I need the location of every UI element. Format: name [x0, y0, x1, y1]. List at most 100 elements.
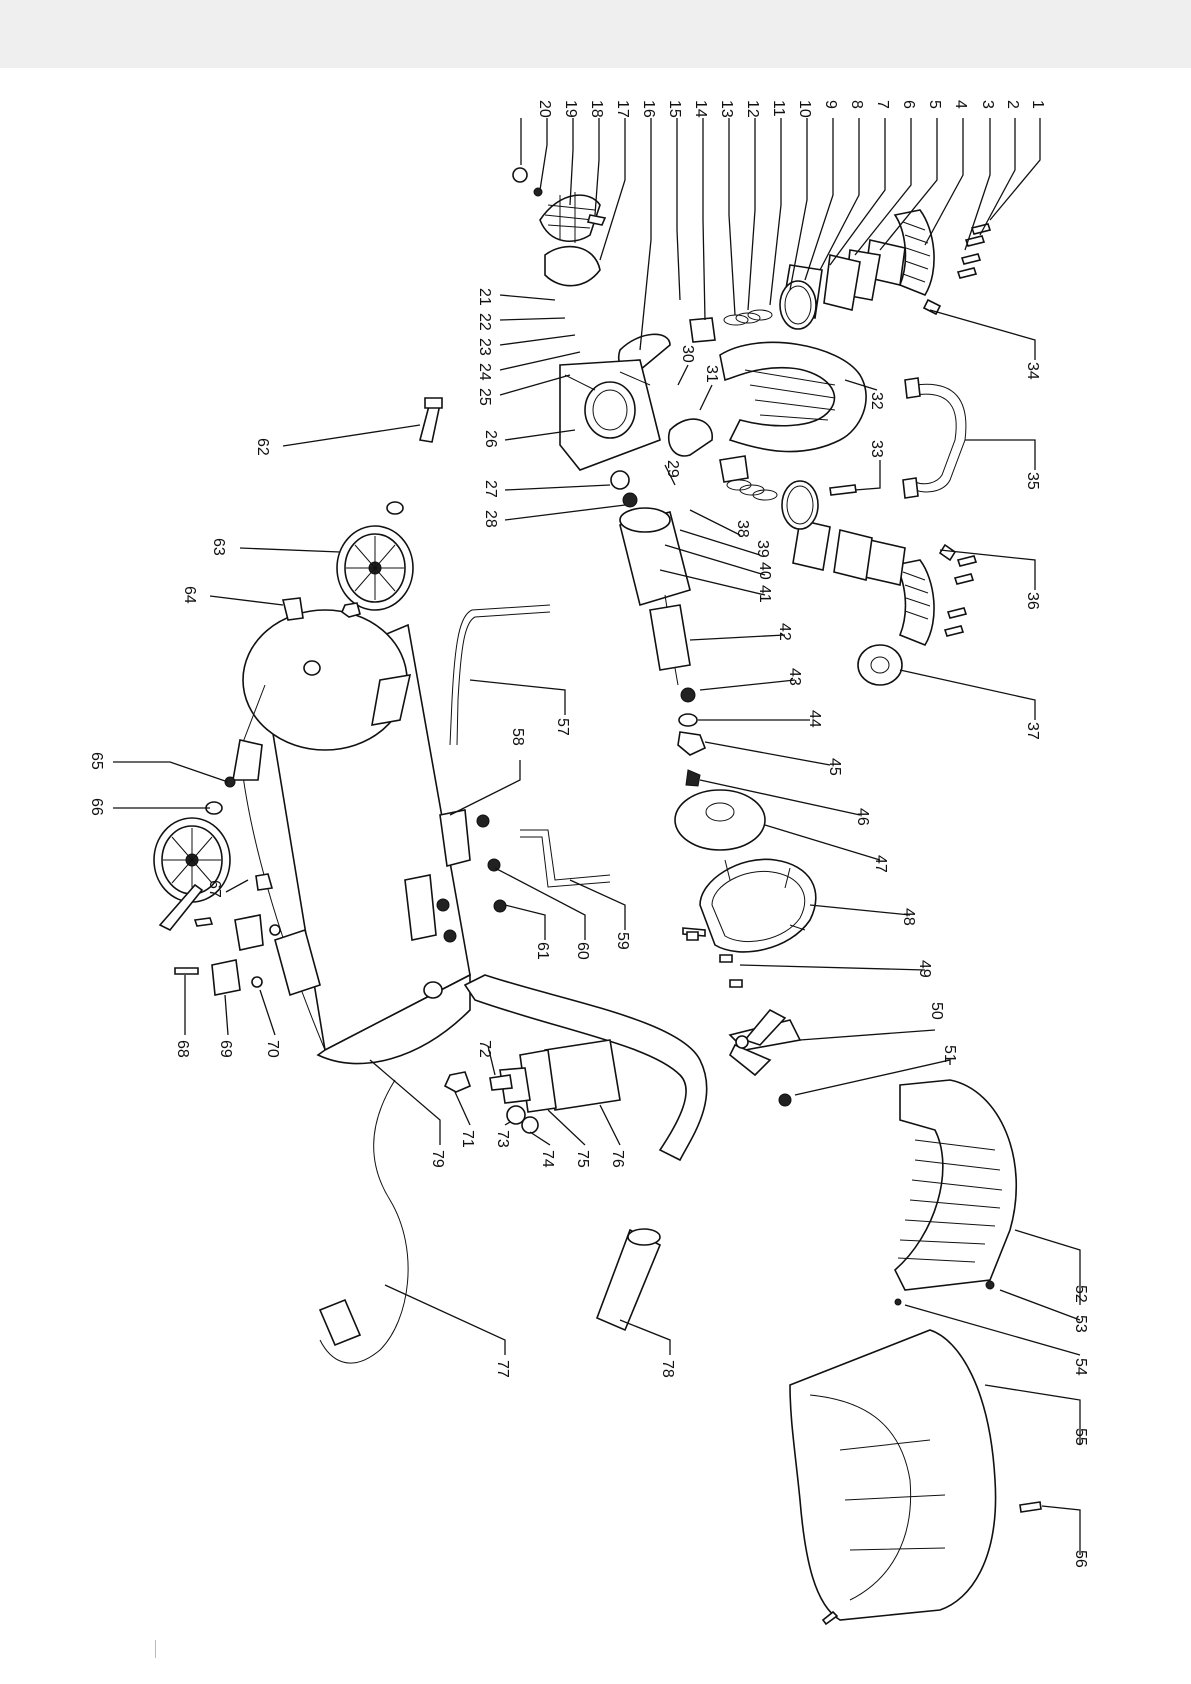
callout-49: 49: [916, 960, 933, 978]
callout-77: 77: [494, 1360, 511, 1378]
callout-18: 18: [588, 100, 605, 118]
pulley-cap: [858, 645, 902, 685]
callout-32: 32: [868, 392, 885, 410]
fan-ring: [700, 859, 816, 952]
callout-30: 30: [679, 345, 696, 363]
callout-28: 28: [482, 510, 499, 528]
callout-41: 41: [756, 585, 773, 603]
fan-hub-cover: [675, 790, 765, 850]
callout-58: 58: [509, 728, 526, 746]
callout-1: 1: [1029, 100, 1046, 109]
callout-36: 36: [1024, 592, 1041, 610]
callout-65: 65: [88, 752, 105, 770]
callout-23: 23: [476, 338, 493, 356]
page-edge-mark: [155, 1640, 156, 1658]
callout-38: 38: [734, 520, 751, 538]
callout-39: 39: [754, 540, 771, 558]
callout-74: 74: [539, 1150, 556, 1168]
air-tank: [233, 610, 470, 1064]
callout-16: 16: [640, 100, 657, 118]
callout-52: 52: [1072, 1285, 1089, 1303]
callout-42: 42: [776, 623, 793, 641]
tank-plug: [283, 598, 303, 620]
callout-53: 53: [1072, 1315, 1089, 1333]
callout-67: 67: [206, 880, 223, 898]
callout-71: 71: [459, 1130, 476, 1148]
callout-21: 21: [476, 288, 493, 306]
callout-17: 17: [614, 100, 631, 118]
nut-71: [445, 1072, 470, 1092]
callout-72: 72: [476, 1040, 493, 1058]
callout-63: 63: [210, 538, 227, 556]
pressure-switch: [490, 1040, 620, 1133]
callout-47: 47: [872, 855, 889, 873]
callout-35: 35: [1024, 472, 1041, 490]
callout-78: 78: [659, 1360, 676, 1378]
callout-10: 10: [796, 100, 813, 118]
motor: [620, 508, 690, 685]
seal-43: [681, 688, 695, 702]
pipe-57: [450, 605, 550, 745]
callout-5: 5: [926, 100, 943, 109]
callout-7: 7: [874, 100, 891, 109]
callout-69: 69: [217, 1040, 234, 1058]
callout-59: 59: [614, 932, 631, 950]
callout-12: 12: [744, 100, 761, 118]
handle-bar: [915, 384, 966, 492]
cooling-fan: [730, 1010, 800, 1075]
callout-43: 43: [786, 668, 803, 686]
callout-22: 22: [476, 313, 493, 331]
cylinder-block: [560, 360, 660, 507]
power-plug: [320, 1300, 360, 1345]
callout-15: 15: [666, 100, 683, 118]
callout-34: 34: [1024, 362, 1041, 380]
callout-76: 76: [609, 1150, 626, 1168]
callout-13: 13: [718, 100, 735, 118]
callout-79: 79: [429, 1150, 446, 1168]
callout-26: 26: [482, 430, 499, 448]
air-filter: [513, 168, 605, 286]
callout-11: 11: [770, 100, 787, 117]
callout-29: 29: [664, 460, 681, 478]
callout-61: 61: [534, 942, 551, 960]
head-screws: [924, 224, 990, 636]
callout-37: 37: [1024, 722, 1041, 740]
callout-55: 55: [1072, 1428, 1089, 1446]
callout-19: 19: [562, 100, 579, 118]
parts: [154, 168, 1041, 1624]
callout-3: 3: [979, 100, 996, 109]
callout-46: 46: [854, 808, 871, 826]
callout-68: 68: [174, 1040, 191, 1058]
callout-20: 20: [536, 100, 553, 118]
callout-51: 51: [941, 1045, 958, 1063]
callout-6: 6: [900, 100, 917, 109]
callout-27: 27: [482, 480, 499, 498]
callout-50: 50: [928, 1002, 945, 1020]
rear-shroud: [895, 1080, 1016, 1290]
callout-73: 73: [494, 1130, 511, 1148]
front-shroud: [790, 1330, 996, 1620]
crankcase: [720, 342, 866, 451]
callout-33: 33: [868, 440, 885, 458]
callout-24: 24: [476, 363, 493, 381]
callout-44: 44: [806, 710, 823, 728]
callout-62: 62: [254, 438, 271, 456]
wheel-upper: [337, 502, 413, 617]
callout-2: 2: [1004, 100, 1021, 109]
callout-64: 64: [181, 586, 198, 604]
callout-70: 70: [264, 1040, 281, 1058]
callout-54: 54: [1072, 1358, 1089, 1376]
callout-75: 75: [574, 1150, 591, 1168]
callout-8: 8: [848, 100, 865, 109]
callout-48: 48: [900, 908, 917, 926]
callout-40: 40: [756, 562, 773, 580]
callout-31: 31: [703, 365, 720, 383]
callout-60: 60: [574, 942, 591, 960]
callout-66: 66: [88, 798, 105, 816]
callout-56: 56: [1072, 1550, 1089, 1568]
callout-25: 25: [476, 388, 493, 406]
callout-14: 14: [692, 100, 709, 118]
callout-45: 45: [826, 758, 843, 776]
callout-4: 4: [952, 100, 969, 109]
